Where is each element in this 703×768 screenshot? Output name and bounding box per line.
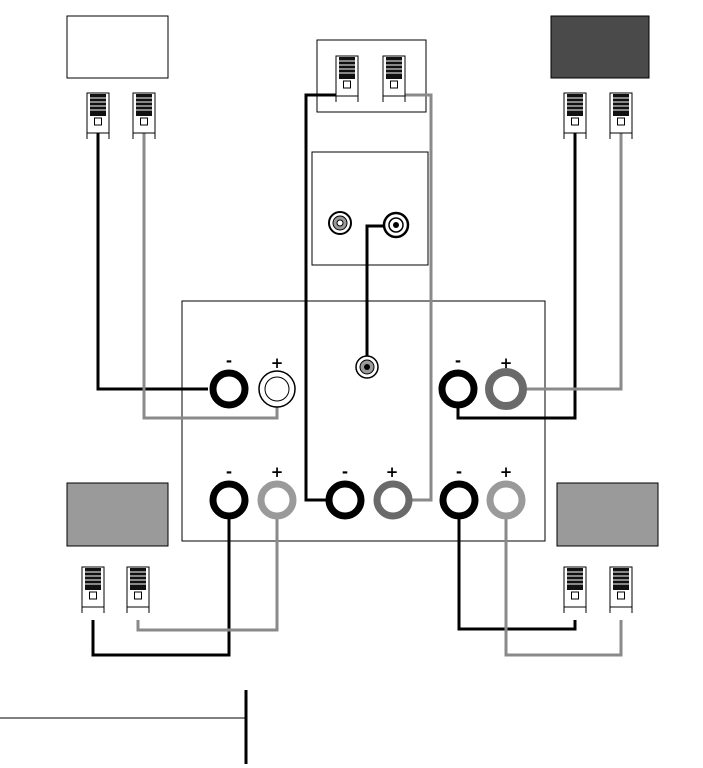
wire-front-right-positive — [520, 132, 623, 391]
label-minus-c: - — [342, 463, 348, 481]
reference-lines — [0, 690, 248, 764]
rca-jack-left — [328, 211, 352, 235]
rca-input-panel — [311, 151, 429, 266]
connector-center-negative — [335, 55, 359, 103]
terminal-center-negative — [325, 480, 365, 520]
center-speaker-box — [316, 39, 427, 113]
terminal-center-positive — [373, 480, 413, 520]
rca-jack-right — [382, 211, 410, 239]
wire-rear-left-negative — [91, 518, 231, 657]
speaker-front-left — [66, 15, 169, 79]
label-plus-rr: + — [500, 463, 513, 481]
connector-center-positive — [382, 55, 406, 103]
wire-center-negative — [304, 93, 345, 502]
terminal-rear-left-positive — [257, 480, 297, 520]
label-plus-fr: + — [500, 354, 513, 372]
wires — [91, 93, 623, 657]
terminal-rear-right-negative — [439, 480, 479, 520]
terminal-front-right-positive — [485, 368, 527, 410]
rca-jack-sub-input — [355, 355, 379, 379]
terminal-rear-left-negative — [209, 480, 249, 520]
terminal-front-left-positive — [258, 370, 296, 408]
wire-rear-right-negative — [457, 518, 577, 631]
label-minus-rl: - — [226, 463, 232, 481]
wire-rear-right-positive — [504, 518, 623, 657]
label-plus-rl: + — [271, 463, 284, 481]
label-minus-rr: - — [456, 463, 462, 481]
connector-front-right-negative — [563, 92, 587, 140]
connector-rear-left-negative — [81, 566, 105, 614]
speaker-rear-left — [66, 482, 169, 547]
terminal-front-right-negative — [438, 369, 478, 409]
terminal-rear-right-positive — [486, 480, 526, 520]
receiver-terminals — [209, 368, 527, 520]
speaker-rear-right — [556, 482, 659, 547]
receiver-outline — [181, 300, 546, 542]
connector-rear-left-positive — [126, 566, 150, 614]
connector-front-left-positive — [132, 92, 156, 140]
terminal-front-left-negative — [209, 369, 249, 409]
connector-front-right-positive — [609, 92, 633, 140]
label-minus-fr: - — [455, 352, 461, 370]
wire-center-positive — [394, 93, 433, 502]
label-plus-fl: + — [271, 354, 284, 372]
connector-rear-right-positive — [609, 566, 633, 614]
label-minus-fl: - — [226, 352, 232, 370]
wire-front-left-negative — [96, 132, 208, 391]
connector-front-left-negative — [86, 92, 110, 140]
wire-front-right-negative — [456, 132, 577, 420]
speaker-front-right — [550, 15, 650, 79]
rca-jacks — [328, 211, 410, 379]
wire-rear-left-positive — [136, 518, 279, 632]
connector-rear-right-negative — [563, 566, 587, 614]
label-plus-c: + — [386, 463, 399, 481]
polarity-labels: - + - + - + - + - + — [226, 352, 512, 481]
wire-front-left-positive — [142, 132, 279, 420]
